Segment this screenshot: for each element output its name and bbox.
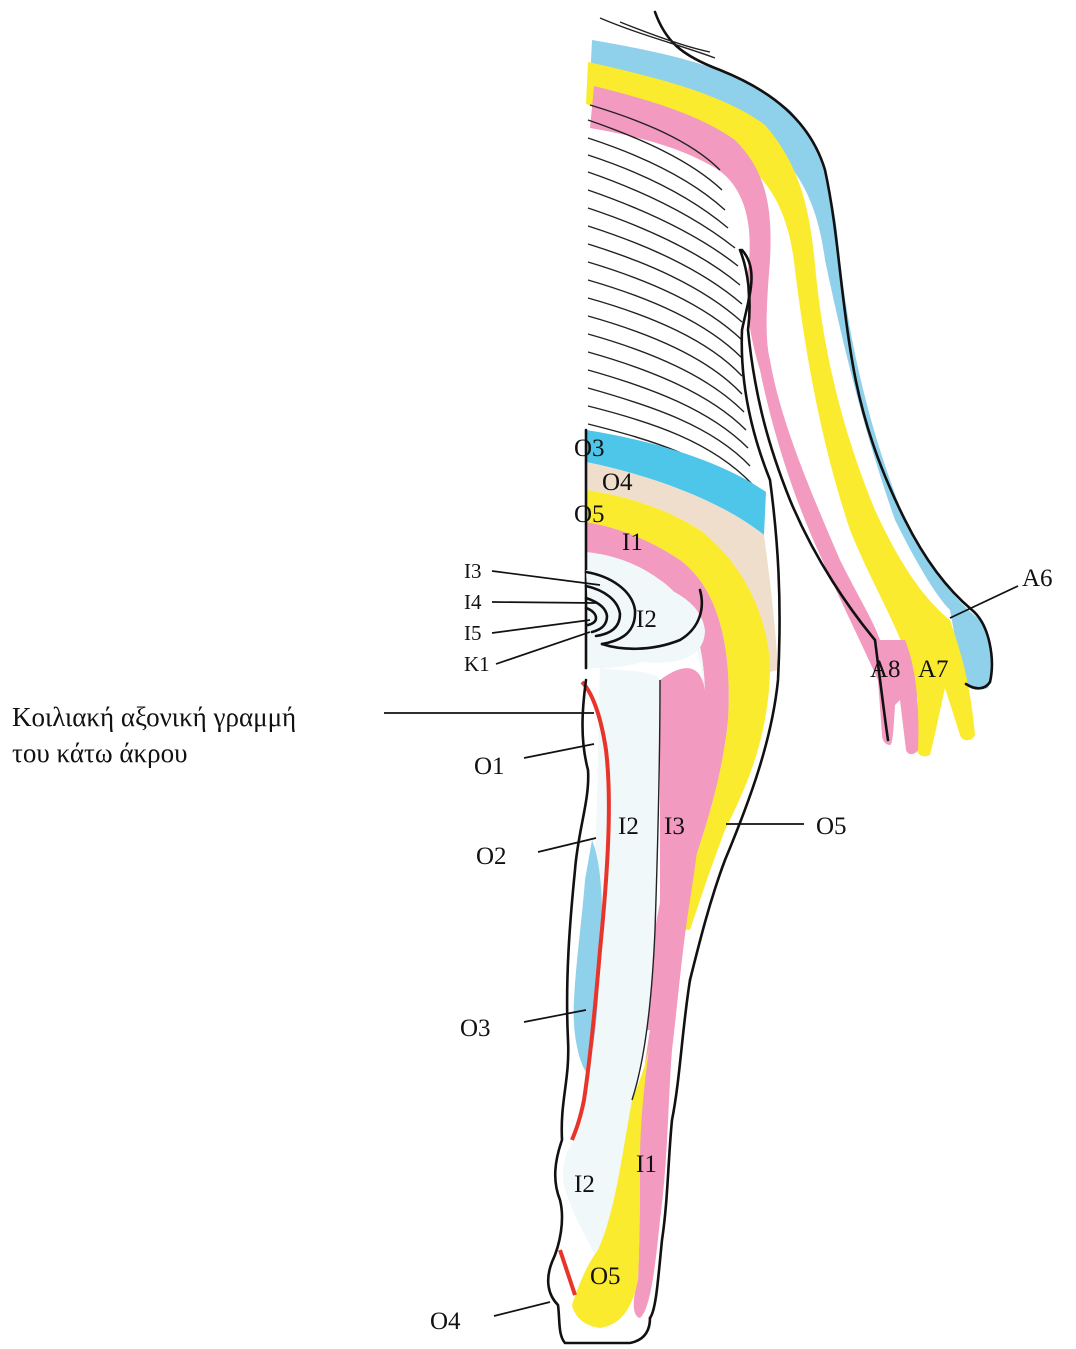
label-i1-leg: I1 <box>636 1151 657 1178</box>
label-i3-thigh: I3 <box>664 813 685 840</box>
label-trunk-o4: O4 <box>602 469 633 496</box>
label-i2-leg: I2 <box>574 1171 595 1198</box>
label-i2-groin: I2 <box>636 606 657 633</box>
leg <box>548 668 705 1343</box>
label-axial-line-1: Κοιλιακή αξονική γραμμή <box>12 702 296 732</box>
label-a6: A6 <box>1022 565 1053 592</box>
ventral-axial-line-foot <box>560 1250 575 1295</box>
label-o2: O2 <box>476 843 507 870</box>
label-a7: A7 <box>918 656 949 683</box>
label-a8: A8 <box>870 656 901 683</box>
label-k1: K1 <box>464 652 490 676</box>
label-i3-genital: I3 <box>464 559 482 583</box>
label-i2-thigh: I2 <box>618 813 639 840</box>
label-i4: I4 <box>464 590 482 614</box>
label-o1: O1 <box>474 753 505 780</box>
label-o3-leg: O3 <box>460 1015 491 1042</box>
label-trunk-i1: I1 <box>622 529 643 556</box>
label-axial-line-2: του κάτω άκρου <box>12 738 187 768</box>
label-o5-leg: O5 <box>590 1263 621 1290</box>
label-i5: I5 <box>464 621 482 645</box>
label-o4-leg: O4 <box>430 1308 461 1335</box>
label-trunk-o3: O3 <box>574 435 605 462</box>
label-trunk-o5: O5 <box>574 501 605 528</box>
label-o5-thigh: O5 <box>816 813 847 840</box>
